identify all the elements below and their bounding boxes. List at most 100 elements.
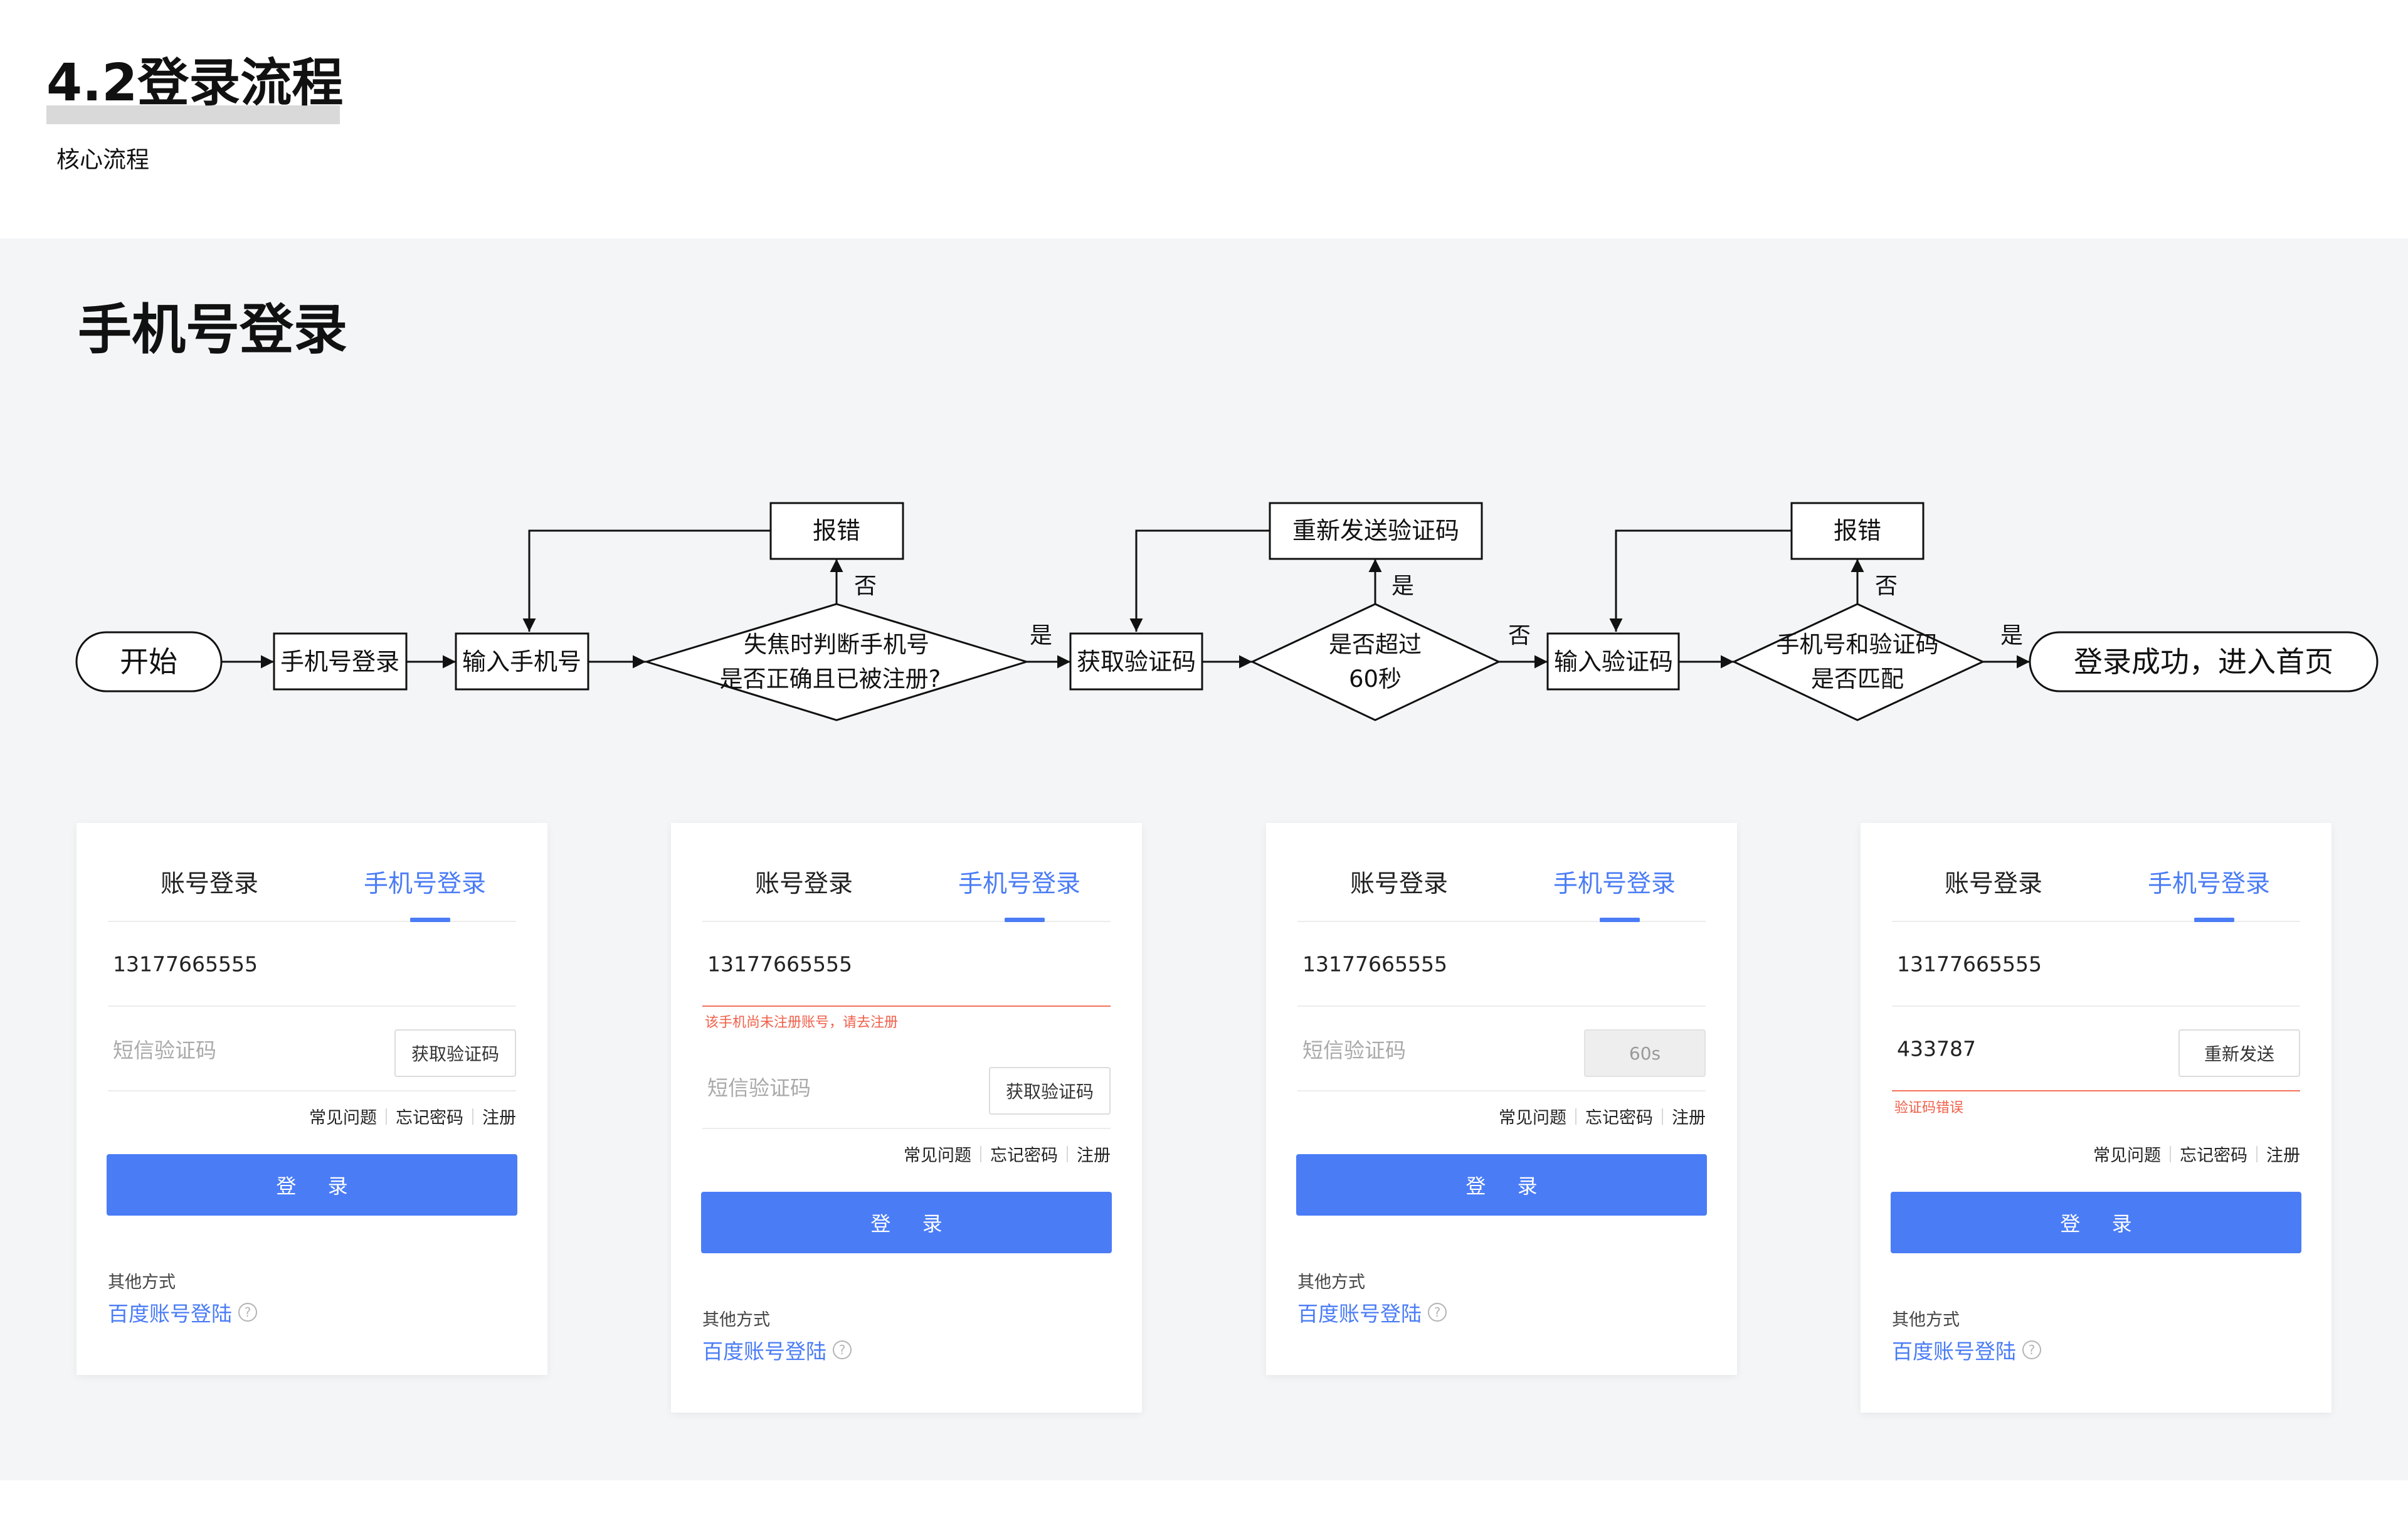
node-start-label: 开始 [120, 645, 177, 679]
tab-phone-login[interactable]: 手机号登录 [1553, 870, 1676, 898]
link-divider [472, 1108, 473, 1125]
phone-field[interactable]: 13177665555 [702, 922, 1111, 1007]
phone-field[interactable]: 13177665555 [1297, 922, 1706, 1007]
sms-code-placeholder: 短信验证码 [707, 1075, 811, 1100]
baidu-login-label: 百度账号登陆 [1892, 1339, 2016, 1364]
node-match-label-2: 是否匹配 [1811, 666, 1904, 692]
sms-code-field[interactable]: 短信验证码 获取验证码 [702, 1044, 1111, 1129]
link-divider [980, 1145, 981, 1162]
help-links: 常见问题 忘记密码 注册 [309, 1104, 516, 1128]
baidu-login-label: 百度账号登陆 [702, 1339, 826, 1364]
faq-link[interactable]: 常见问题 [2093, 1146, 2161, 1165]
login-button[interactable]: 登 录 [1891, 1192, 2301, 1253]
phone-field[interactable]: 13177665555 [1892, 922, 2300, 1007]
phone-error-message: 该手机尚未注册账号，请去注册 [705, 1015, 899, 1031]
node-get-code [1069, 632, 1203, 691]
forgot-password-link[interactable]: 忘记密码 [396, 1108, 463, 1128]
phone-field[interactable]: 13177665555 [108, 922, 516, 1007]
tab-account-login[interactable]: 账号登录 [755, 870, 853, 898]
login-tabs: 账号登录 手机号登录 [108, 853, 516, 922]
question-icon[interactable]: ? [238, 1303, 257, 1322]
register-link[interactable]: 注册 [2266, 1146, 2300, 1165]
faq-link[interactable]: 常见问题 [309, 1108, 377, 1128]
node-error-1-label: 报错 [813, 517, 860, 544]
link-divider [1662, 1108, 1663, 1125]
node-success-label: 登录成功，进入首页 [2074, 645, 2333, 679]
forgot-password-link[interactable]: 忘记密码 [990, 1146, 1058, 1165]
help-links: 常见问题 忘记密码 注册 [904, 1142, 1111, 1166]
node-phone-login-label: 手机号登录 [280, 648, 399, 676]
edge-label-match-no: 否 [1875, 573, 1898, 599]
baidu-login-link[interactable]: 百度账号登陆 ? [1297, 1297, 1447, 1327]
edge-error-1-to-input-phone [522, 529, 771, 632]
node-check-phone-label-2: 是否正确且已被注册? [720, 666, 941, 692]
get-code-button[interactable]: 获取验证码 [394, 1029, 516, 1077]
forgot-password-link[interactable]: 忘记密码 [1585, 1108, 1653, 1128]
help-links: 常见问题 忘记密码 注册 [2093, 1142, 2300, 1166]
question-icon[interactable]: ? [2022, 1340, 2041, 1359]
tab-account-login[interactable]: 账号登录 [161, 870, 259, 898]
node-input-code-label: 输入验证码 [1554, 648, 1673, 676]
faq-link[interactable]: 常见问题 [1499, 1108, 1566, 1128]
node-get-code-label: 获取验证码 [1077, 648, 1196, 676]
active-tab-indicator [1005, 918, 1045, 922]
register-link[interactable]: 注册 [1672, 1108, 1706, 1128]
tab-phone-login[interactable]: 手机号登录 [2148, 870, 2271, 898]
link-divider [2256, 1145, 2258, 1162]
link-divider [1067, 1145, 1068, 1162]
login-card-code-error: 账号登录 手机号登录 13177665555 433787 重新发送 验证码错误… [1861, 823, 2331, 1413]
login-card-default: 账号登录 手机号登录 13177665555 短信验证码 获取验证码 常见问题 … [77, 823, 547, 1375]
page-title: 4.2登录流程 [46, 53, 344, 113]
login-flowchart: 开始 手机号登录 输入手机号 失焦时判断手机号 是否正确且已被注册? 报错 获取… [75, 502, 2379, 721]
sms-code-field[interactable]: 短信验证码 获取验证码 [108, 1007, 516, 1091]
baidu-login-label: 百度账号登陆 [108, 1302, 232, 1326]
login-tabs: 账号登录 手机号登录 [702, 853, 1111, 922]
other-methods-label: 其他方式 [1892, 1310, 1960, 1330]
edge-label-match-yes: 是 [2000, 623, 2023, 649]
sms-code-field[interactable]: 433787 重新发送 [1892, 1007, 2300, 1091]
help-links: 常见问题 忘记密码 注册 [1499, 1104, 1706, 1128]
baidu-login-link[interactable]: 百度账号登陆 ? [108, 1297, 257, 1327]
login-button[interactable]: 登 录 [107, 1154, 517, 1216]
tab-phone-login[interactable]: 手机号登录 [958, 870, 1081, 898]
baidu-login-link[interactable]: 百度账号登陆 ? [1892, 1335, 2041, 1365]
other-methods-label: 其他方式 [1297, 1273, 1365, 1292]
node-check-phone [643, 603, 1030, 721]
edge-label-check-no: 否 [854, 573, 877, 599]
register-link[interactable]: 注册 [482, 1108, 516, 1128]
question-icon[interactable]: ? [1428, 1303, 1447, 1322]
edge-label-timeout-yes: 是 [1391, 573, 1414, 599]
sms-code-field[interactable]: 短信验证码 60s [1297, 1007, 1706, 1091]
node-match [1731, 603, 1985, 721]
tab-phone-login[interactable]: 手机号登录 [364, 870, 487, 898]
node-phone-login [273, 632, 408, 691]
active-tab-indicator [2194, 918, 2234, 922]
login-card-countdown: 账号登录 手机号登录 13177665555 短信验证码 60s 常见问题 忘记… [1266, 823, 1737, 1375]
edge-resend-to-get-code [1129, 529, 1270, 632]
register-link[interactable]: 注册 [1077, 1146, 1111, 1165]
other-methods-label: 其他方式 [108, 1273, 176, 1292]
phone-value: 13177665555 [1897, 952, 2042, 976]
login-button[interactable]: 登 录 [701, 1192, 1112, 1253]
node-input-phone-label: 输入手机号 [462, 648, 581, 676]
resend-button[interactable]: 重新发送 [2178, 1029, 2300, 1077]
code-error-message: 验证码错误 [1894, 1100, 1964, 1116]
login-button[interactable]: 登 录 [1296, 1154, 1707, 1216]
node-error-2 [1790, 502, 1925, 560]
faq-link[interactable]: 常见问题 [904, 1146, 971, 1165]
node-timeout [1250, 603, 1501, 721]
node-input-code [1546, 632, 1680, 691]
forgot-password-link[interactable]: 忘记密码 [2180, 1146, 2247, 1165]
link-divider [2170, 1145, 2171, 1162]
tab-account-login[interactable]: 账号登录 [1945, 870, 2043, 898]
question-icon[interactable]: ? [833, 1340, 852, 1359]
edge-label-check-yes: 是 [1030, 623, 1052, 649]
node-resend [1269, 502, 1483, 560]
node-success [2029, 631, 2379, 692]
baidu-login-label: 百度账号登陆 [1297, 1302, 1422, 1326]
get-code-button[interactable]: 获取验证码 [989, 1067, 1111, 1115]
section-title: 手机号登录 [78, 299, 347, 361]
phone-value: 13177665555 [707, 952, 852, 976]
tab-account-login[interactable]: 账号登录 [1350, 870, 1449, 898]
baidu-login-link[interactable]: 百度账号登陆 ? [702, 1335, 852, 1365]
